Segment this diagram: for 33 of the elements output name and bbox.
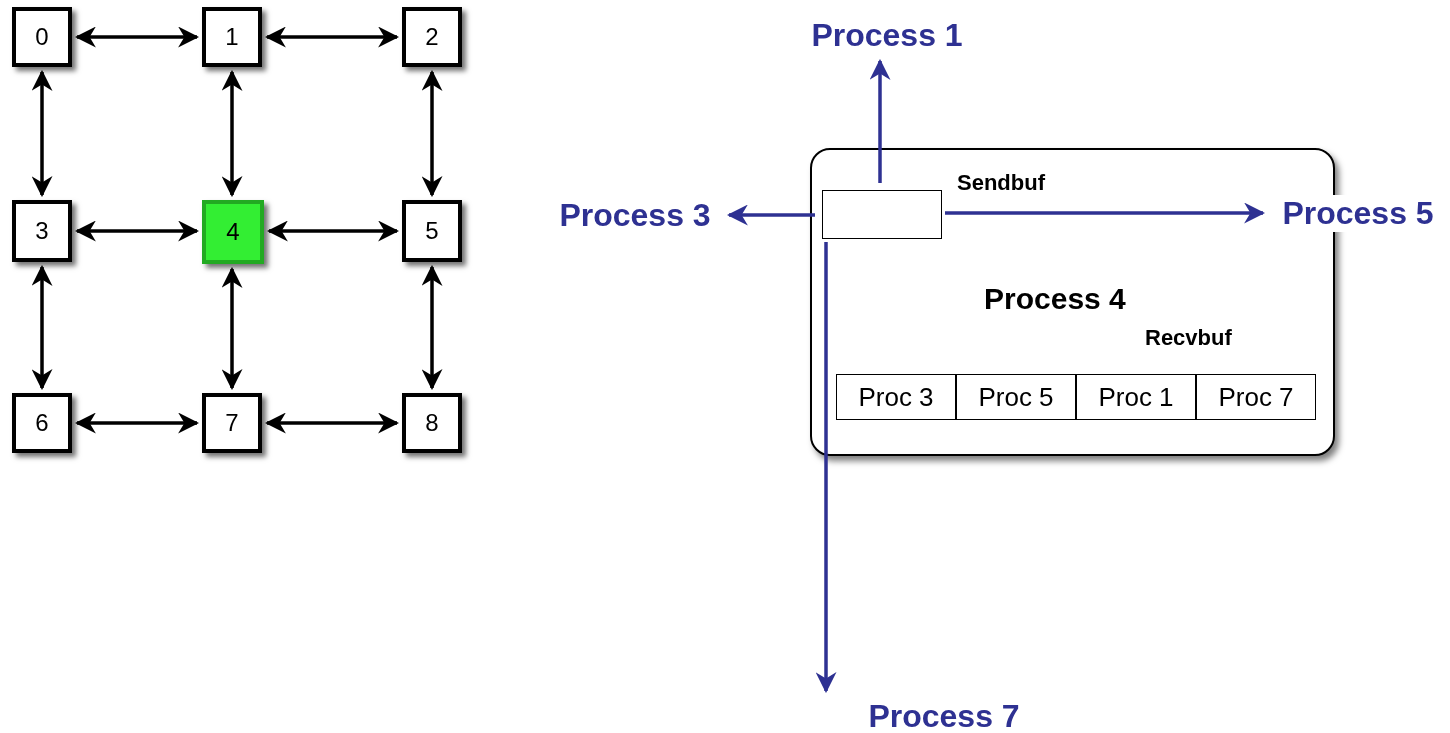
arrow xyxy=(945,202,1266,224)
double-arrow xyxy=(31,264,53,391)
double-arrow xyxy=(264,412,400,434)
grid-node-box: 8 xyxy=(402,393,462,453)
grid-node-box: 7 xyxy=(202,393,262,453)
process-title: Process 4 xyxy=(984,282,1126,316)
grid-node-box: 4 xyxy=(202,200,264,264)
double-arrow xyxy=(266,220,400,242)
arrow xyxy=(726,204,815,226)
arrow xyxy=(869,58,891,183)
grid-node-box: 1 xyxy=(202,7,262,67)
buffer-slot: Proc 3 xyxy=(836,374,956,420)
double-arrow xyxy=(221,266,243,391)
buffer-slot: Proc 7 xyxy=(1196,374,1316,420)
grid-node-box: 2 xyxy=(402,7,462,67)
double-arrow xyxy=(221,69,243,198)
buffer-label: Sendbuf xyxy=(957,170,1045,196)
grid-node-box: 0 xyxy=(12,7,72,67)
grid-node-box: 6 xyxy=(12,393,72,453)
double-arrow xyxy=(264,26,400,48)
grid-node-box: 3 xyxy=(12,200,72,262)
double-arrow xyxy=(421,69,443,198)
double-arrow xyxy=(421,264,443,391)
buffer-slot: Proc 1 xyxy=(1076,374,1196,420)
double-arrow xyxy=(74,26,200,48)
arrow xyxy=(815,242,837,694)
double-arrow xyxy=(31,69,53,198)
double-arrow xyxy=(74,220,200,242)
buffer-label: Recvbuf xyxy=(1145,325,1232,351)
grid-node-box: 5 xyxy=(402,200,462,262)
buffer-slot: Proc 5 xyxy=(956,374,1076,420)
buffer-slot xyxy=(822,190,942,239)
double-arrow xyxy=(74,412,200,434)
